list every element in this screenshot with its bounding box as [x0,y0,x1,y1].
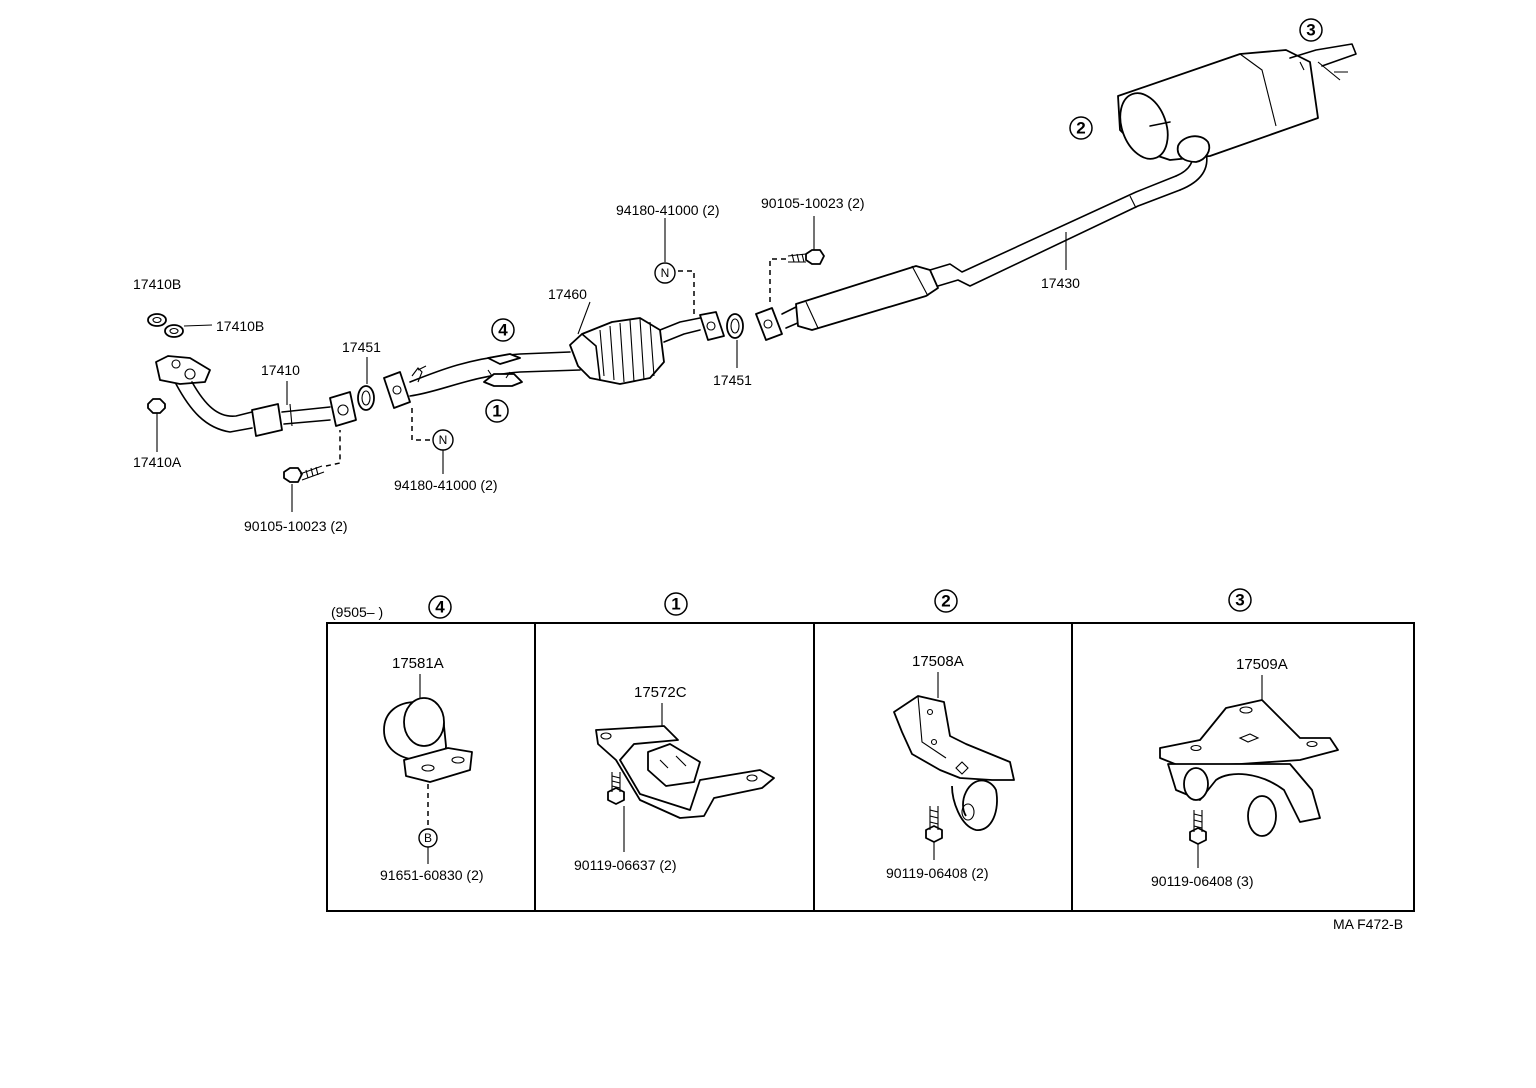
bolt-90119-06637 [607,772,625,805]
svg-text:2: 2 [1076,119,1085,138]
svg-text:2: 2 [941,592,950,611]
hanger-17509a [1159,699,1339,837]
nut-17410a [147,398,166,414]
label-17410: 17410 [261,362,300,378]
front-pipe-17410 [155,355,357,437]
label-17460: 17460 [548,286,587,302]
label-17410b-lower: 17410B [216,318,264,334]
gasket-17410b-lower [164,324,184,338]
gasket-17410b-upper [147,313,167,327]
box4-date-range: (9505– ) [331,604,383,620]
callout-3-box: 3 [1228,588,1252,612]
callout-n-lower: N [432,429,454,451]
bolt-90119-06408-box2 [925,806,943,843]
svg-text:B: B [424,831,432,845]
label-nut-94180-upper: 94180-41000 (2) [616,202,720,218]
hanger-17581a [383,697,473,783]
svg-text:4: 4 [498,321,508,340]
callout-b: B [418,828,438,848]
callout-4-box: 4 [428,595,452,619]
gasket-17451-right [726,313,744,339]
bolt-90119-06408-box3 [1189,810,1207,845]
hanger-17508a [893,695,1015,831]
svg-text:1: 1 [492,402,501,421]
svg-text:3: 3 [1235,591,1244,610]
label-bolt-90105-right: 90105-10023 (2) [761,195,865,211]
callout-3-main: 3 [1299,18,1323,42]
callout-2-box: 2 [934,589,958,613]
box3-fastener-label: 90119-06408 (3) [1151,873,1253,889]
svg-text:N: N [439,433,448,447]
callout-4-main: 4 [491,318,515,342]
callout-1-main: 1 [485,399,509,423]
label-17451-left: 17451 [342,339,381,355]
label-17451-right: 17451 [713,372,752,388]
box4-part-label: 17581A [392,655,444,672]
hanger-17572c [595,725,775,819]
box1-part-label: 17572C [634,684,687,701]
label-bolt-90105-left: 90105-10023 (2) [244,518,348,534]
center-pipe [383,351,581,409]
detail-table [326,622,1415,912]
label-nut-94180-lower: 94180-41000 (2) [394,477,498,493]
gasket-17451-left [357,385,375,411]
box2-part-label: 17508A [912,653,964,670]
callout-n-upper: N [654,262,676,284]
callout-1-box: 1 [664,592,688,616]
box4-fastener-label: 91651-60830 (2) [380,867,484,883]
bolt-90105-right [787,249,825,265]
label-17410a: 17410A [133,454,182,470]
bolt-90105-left [283,465,325,483]
label-17410b-upper: 17410B [133,276,181,292]
box3-part-label: 17509A [1236,656,1288,673]
tail-pipe-17430 [755,149,1208,341]
svg-text:3: 3 [1306,21,1315,40]
diagram-code: MA F472-B [1333,916,1403,932]
svg-text:1: 1 [671,595,680,614]
label-17430: 17430 [1041,275,1080,291]
box1-fastener-label: 90119-06637 (2) [574,857,676,873]
callout-2-main: 2 [1069,116,1093,140]
catalytic-converter-17460 [569,311,725,385]
main-muffler [1117,43,1357,163]
svg-text:N: N [661,266,670,280]
svg-text:4: 4 [435,598,445,617]
box2-fastener-label: 90119-06408 (2) [886,865,988,881]
